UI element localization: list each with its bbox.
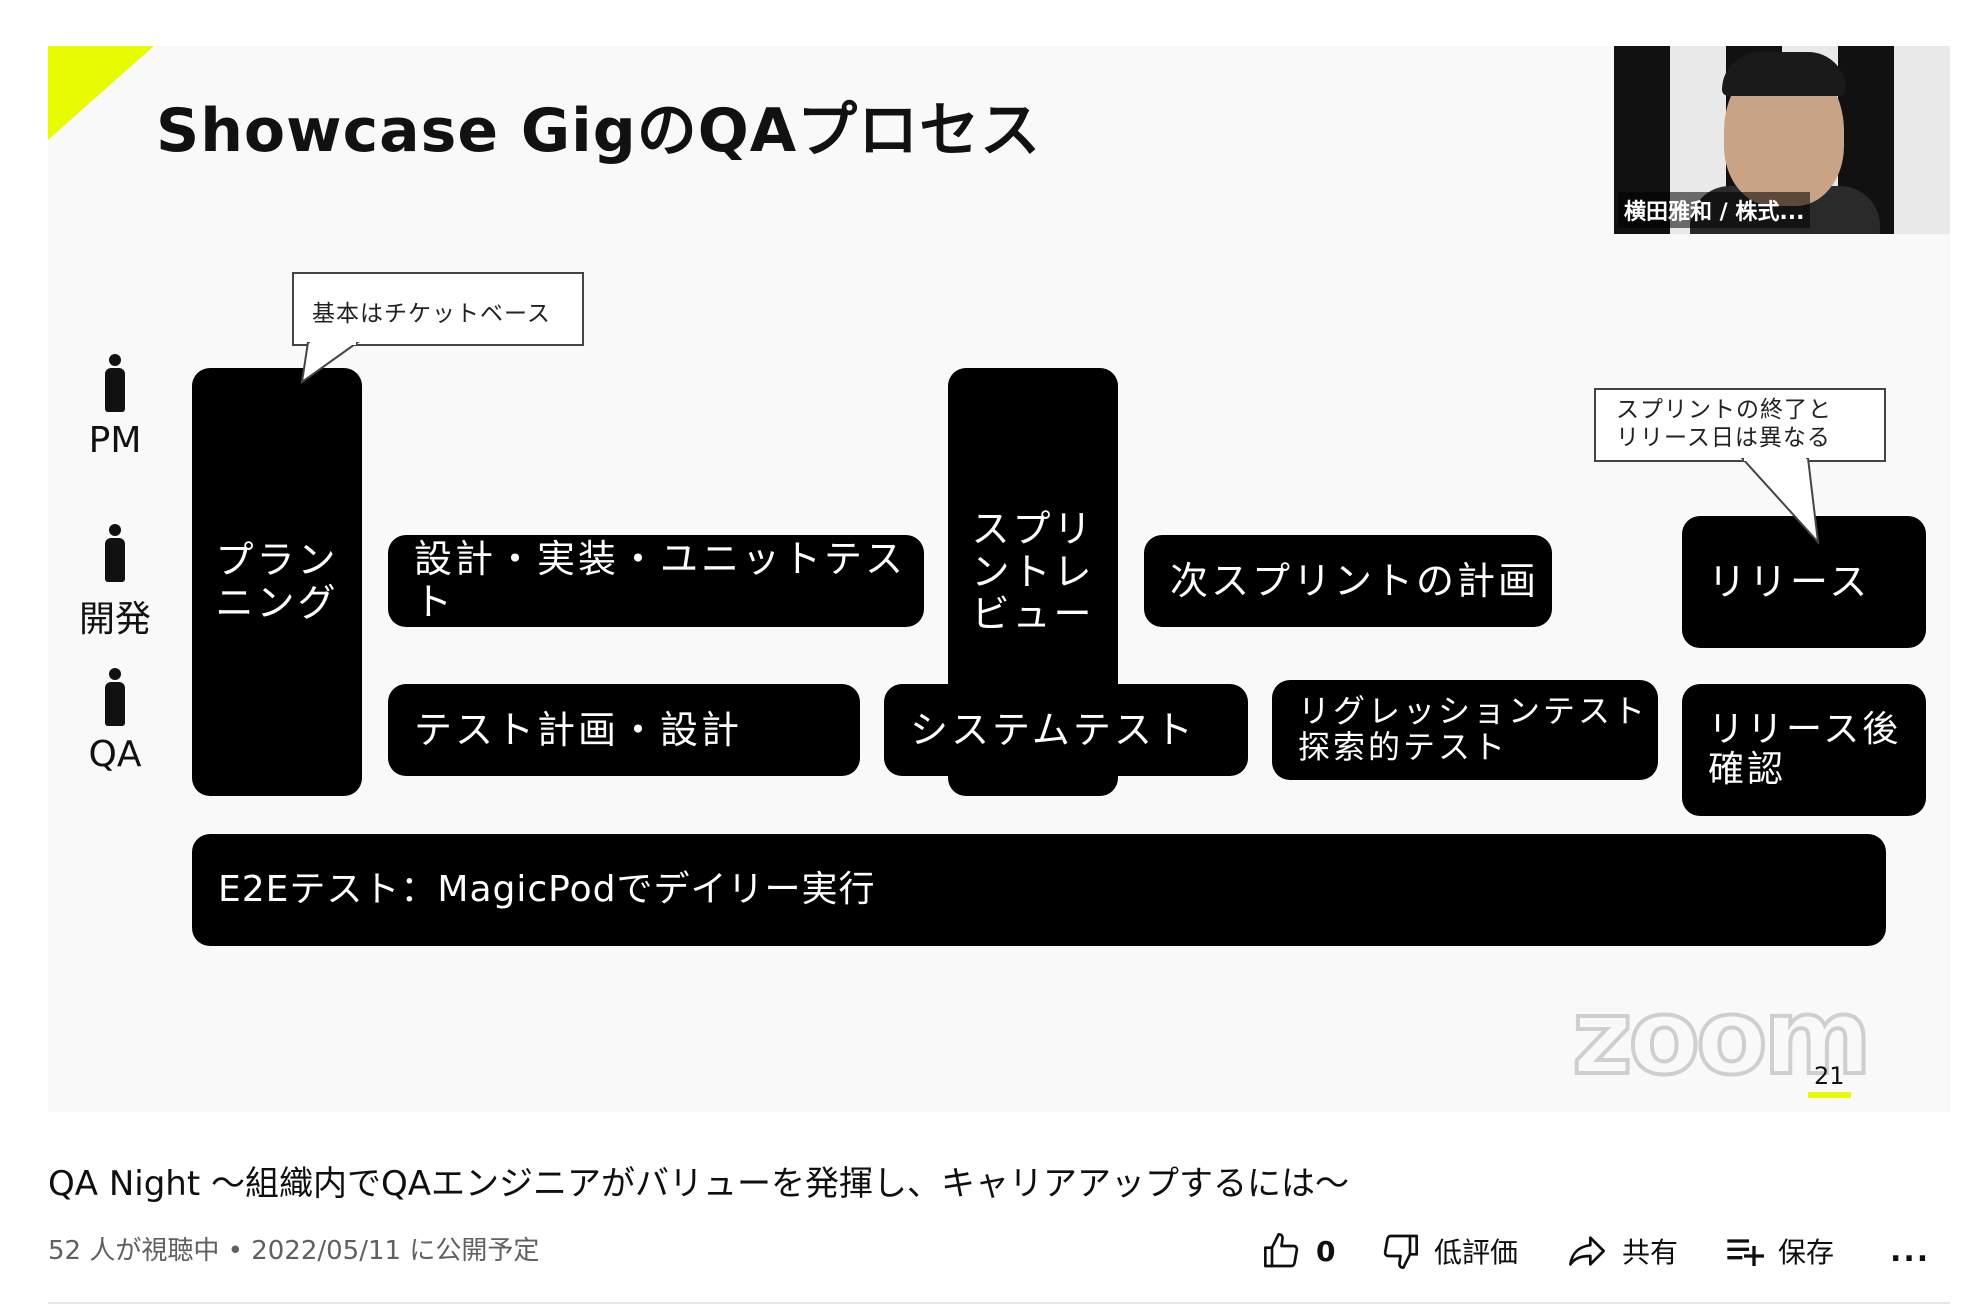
save-button[interactable]: 保存 bbox=[1724, 1226, 1834, 1276]
video-meta: 52 人が視聴中 • 2022/05/11 に公開予定 bbox=[48, 1236, 540, 1266]
share-button[interactable]: 共有 bbox=[1566, 1226, 1678, 1276]
box-post-release: リリース後 確認 bbox=[1682, 684, 1926, 816]
callout-ticket-based: 基本はチケットベース bbox=[292, 272, 584, 346]
callout-tail bbox=[300, 342, 360, 384]
speaker-name: 横田雅和 / 株式... bbox=[1618, 192, 1811, 228]
slide-accent-corner bbox=[48, 46, 154, 140]
role-label: 開発 bbox=[78, 599, 151, 640]
share-label: 共有 bbox=[1622, 1236, 1679, 1269]
role-label: QA bbox=[88, 734, 142, 775]
video-player[interactable]: Showcase GigのQAプロセス PM 開発 QA プラン ニング 設計・… bbox=[48, 46, 1950, 1112]
zoom-watermark: zoom bbox=[1570, 974, 1874, 1100]
callout-text-line1: スプリントの終了と bbox=[1616, 397, 1832, 423]
box-test-plan: テスト計画・設計 bbox=[388, 684, 860, 776]
box-system-test: システムテスト bbox=[884, 684, 1248, 776]
more-icon: ... bbox=[1890, 1233, 1931, 1269]
box-planning: プラン ニング bbox=[192, 368, 362, 796]
callout-tail bbox=[1740, 458, 1820, 545]
more-actions-button[interactable]: ... bbox=[1890, 1226, 1930, 1276]
box-e2e-test: E2Eテスト：MagicPodでデイリー実行 bbox=[192, 834, 1886, 946]
role-dev: 開発 bbox=[60, 524, 170, 642]
person-icon bbox=[101, 354, 129, 412]
role-label: PM bbox=[88, 420, 142, 461]
callout-text-line2: リリース日は異なる bbox=[1616, 425, 1831, 451]
callout-release-note: スプリントの終了と リリース日は異なる bbox=[1594, 388, 1886, 462]
box-release: リリース bbox=[1682, 516, 1926, 648]
divider bbox=[48, 1302, 1950, 1304]
callout-text: 基本はチケットベース bbox=[312, 301, 551, 327]
thumbs-down-icon bbox=[1383, 1234, 1418, 1269]
like-count: 0 bbox=[1316, 1234, 1336, 1268]
person-icon bbox=[101, 524, 129, 582]
dislike-label: 低評価 bbox=[1434, 1236, 1519, 1269]
person-icon bbox=[101, 668, 129, 726]
dislike-button[interactable]: 低評価 bbox=[1380, 1226, 1518, 1276]
box-next-sprint-plan: 次スプリントの計画 bbox=[1144, 535, 1552, 627]
share-icon bbox=[1569, 1236, 1605, 1266]
slide-page-number: 21 bbox=[1808, 1062, 1851, 1098]
video-title: QA Night 〜組織内でQAエンジニアがバリューを発揮し、キャリアアップする… bbox=[48, 1164, 1349, 1204]
like-button[interactable]: 0 bbox=[1262, 1226, 1335, 1276]
speaker-hair bbox=[1722, 52, 1846, 96]
playlist-add-icon bbox=[1727, 1239, 1764, 1266]
save-label: 保存 bbox=[1778, 1236, 1835, 1269]
role-pm: PM bbox=[60, 354, 170, 461]
slide-title: Showcase GigのQAプロセス bbox=[156, 96, 1042, 166]
thumbs-up-icon bbox=[1264, 1233, 1299, 1268]
speaker-thumbnail: 横田雅和 / 株式... bbox=[1614, 46, 1950, 234]
box-regression-test: リグレッションテスト 探索的テスト bbox=[1272, 680, 1658, 780]
box-design-implementation: 設計・実装・ユニットテスト bbox=[388, 535, 924, 627]
role-qa: QA bbox=[60, 668, 170, 775]
